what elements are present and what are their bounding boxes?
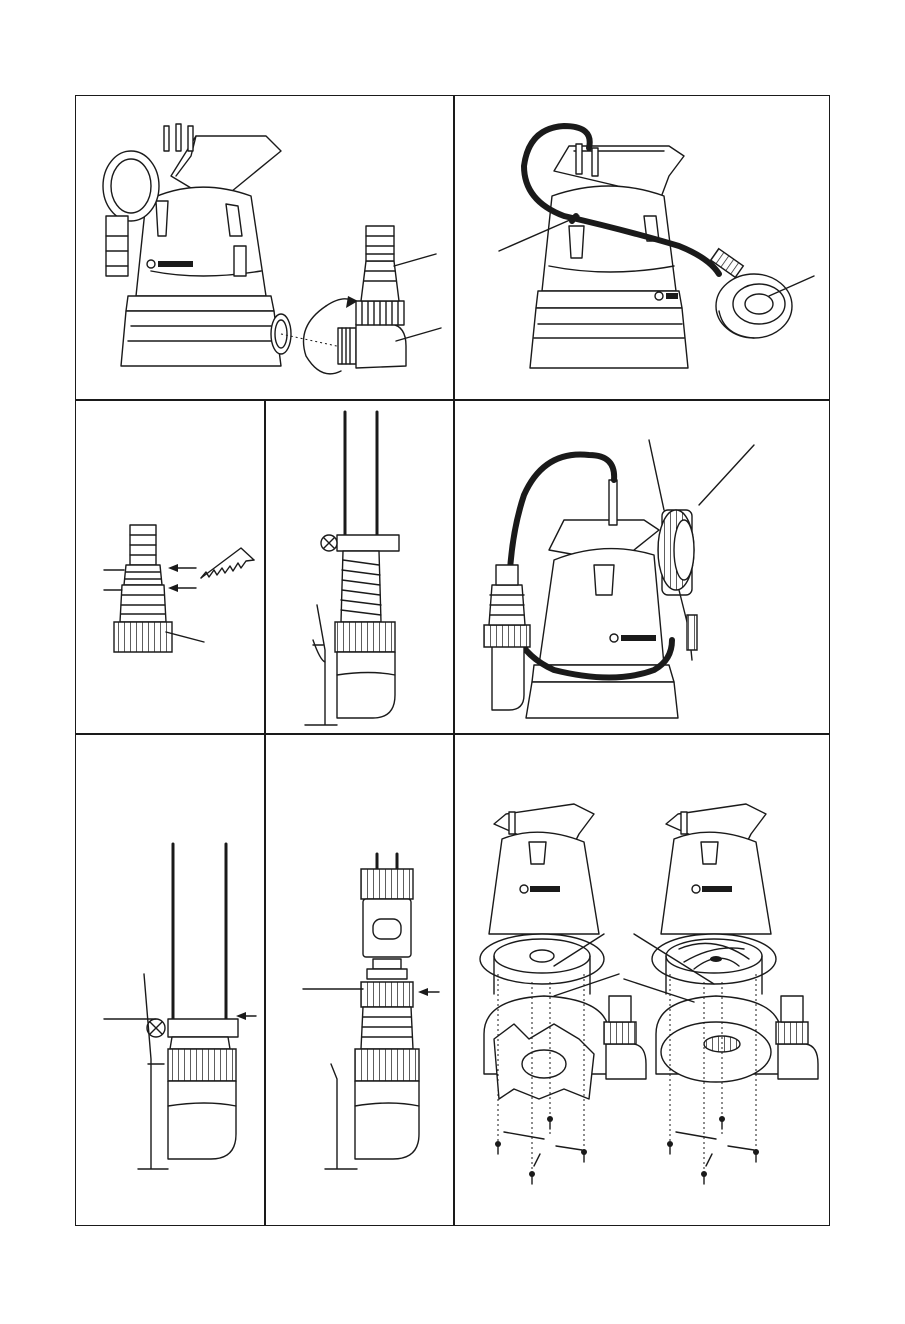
panel-clamp-mount [265, 400, 453, 733]
panel-float-parked [454, 400, 830, 733]
clamp-mount-illustration [265, 400, 453, 733]
clamp-detail-illustration [76, 734, 264, 1225]
quick-connector-illustration [265, 734, 453, 1225]
panel-connector-cut [76, 400, 264, 733]
base-disassembly-illustration [454, 734, 830, 1225]
panel-clamp-detail [76, 734, 264, 1225]
pump-float-illustration [454, 96, 830, 399]
pump-elbow-illustration [76, 96, 453, 399]
panel-quick-connector [265, 734, 453, 1225]
float-parked-illustration [454, 400, 830, 733]
panel-pump-elbow [76, 96, 453, 399]
panel-base-disassembly [454, 734, 830, 1225]
connector-cut-illustration [76, 400, 264, 733]
panel-pump-float [454, 96, 830, 399]
illustration-frame [75, 95, 830, 1226]
left-pump [480, 804, 646, 1184]
right-pump [624, 804, 818, 1184]
